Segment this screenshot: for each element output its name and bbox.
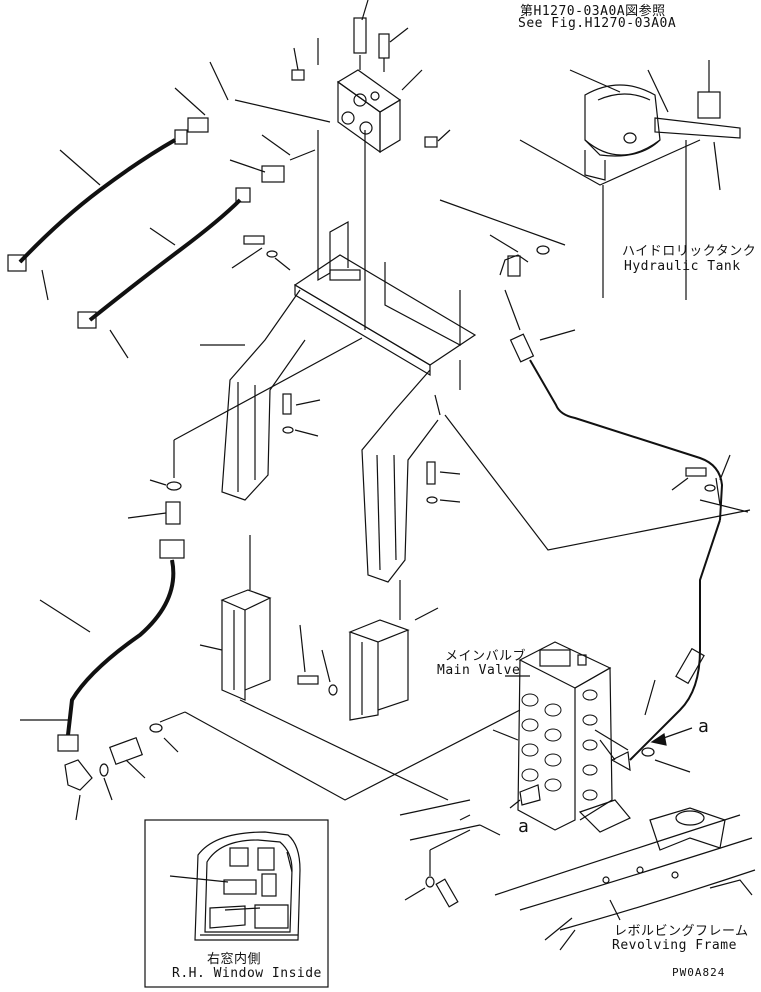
revolving-frame-label-en: Revolving Frame <box>612 938 737 953</box>
window-inset <box>144 819 329 988</box>
upper-hoses <box>7 61 331 359</box>
revolving-frame <box>399 799 756 951</box>
revolving-frame-label-jp: レボルビングフレーム <box>614 924 749 939</box>
lower-hose <box>20 337 521 821</box>
bolts <box>231 235 716 504</box>
window-label-en: R.H. Window Inside <box>172 966 322 981</box>
arrow-a-label-valve: a <box>518 816 530 837</box>
hydraulic-tank <box>519 60 741 300</box>
lower-brackets <box>199 535 449 801</box>
main-valve <box>492 641 629 831</box>
right-tube <box>439 199 751 773</box>
bottom-bolt <box>404 814 471 908</box>
see-fig-label-jp: 第H1270-03A0A図参照 <box>520 4 666 19</box>
main-valve-label-jp: メインバルブ <box>445 649 527 664</box>
see-fig-label-en: See Fig.H1270-03A0A <box>518 16 677 31</box>
junction-block <box>291 0 451 154</box>
drawing-code: PW0A824 <box>672 966 726 979</box>
arrow-a <box>509 727 693 809</box>
window-label-jp: 右窓内側 <box>207 952 262 967</box>
bracket-stand <box>200 130 477 583</box>
main-valve-label-en: Main Valve <box>437 663 521 678</box>
hydraulic-tank-label-jp: ハイドロリックタンク <box>622 244 757 259</box>
hydraulic-tank-label-en: Hydraulic Tank <box>624 259 741 274</box>
arrow-a-label: a <box>698 716 710 737</box>
